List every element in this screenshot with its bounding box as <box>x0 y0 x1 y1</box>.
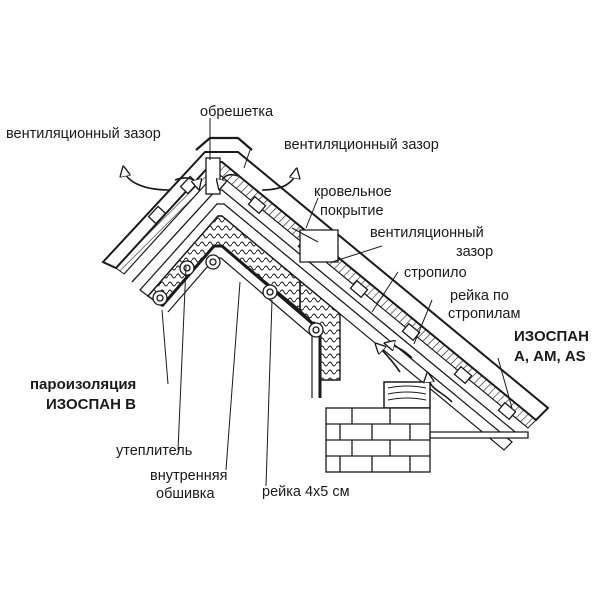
airflow-arrow-icon <box>124 170 453 403</box>
label-lathing: обрешетка <box>200 104 274 120</box>
label-rafter: стропило <box>404 265 467 281</box>
label-counter-batten-line1: рейка по <box>450 288 509 304</box>
label-insulation: утеплитель <box>116 443 193 459</box>
label-counter-batten-line2: стропилам <box>448 306 521 322</box>
label-vent-gap-right: вентиляционный зазор <box>284 137 439 153</box>
label-izospan-outer-line2: А, АМ, AS <box>514 348 586 365</box>
inner-lining <box>152 244 324 398</box>
rafter-post <box>291 227 339 263</box>
label-vent-gap-mid-line2: зазор <box>456 244 494 260</box>
label-roofing-line2: покрытие <box>320 203 384 219</box>
label-inner-lining-line1: внутренняя <box>150 468 228 484</box>
brick-wall <box>325 407 431 473</box>
label-batten-size: рейка 4х5 см <box>262 484 350 500</box>
label-izospan-outer-line1: ИЗОСПАН <box>514 328 589 345</box>
leader-lines <box>161 118 513 487</box>
wall-beam <box>383 381 431 409</box>
label-inner-lining-line2: обшивка <box>156 486 215 502</box>
label-roofing-line1: кровельное <box>314 184 392 200</box>
label-vent-gap-mid-line1: вентиляционный <box>370 225 484 241</box>
label-vapor-barrier-line2: ИЗОСПАН В <box>46 396 136 413</box>
label-vapor-barrier-line1: пароизоляция <box>30 376 137 393</box>
eaves-soffit <box>429 431 529 439</box>
label-vent-gap-left: вентиляционный зазор <box>6 126 161 142</box>
